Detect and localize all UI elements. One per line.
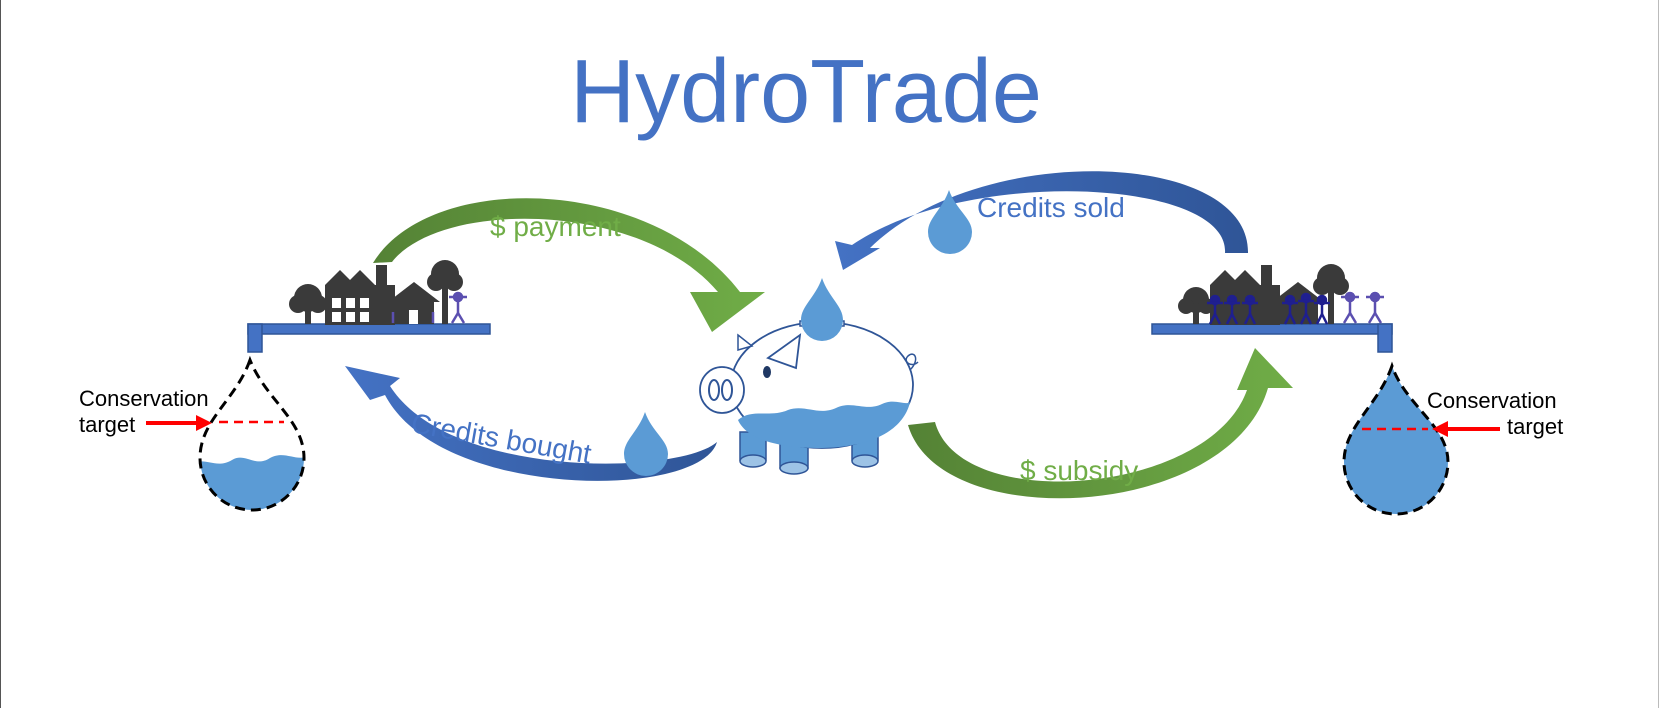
credits-sold-drop-icon	[928, 190, 972, 254]
right-target-arrow	[1432, 421, 1500, 437]
left-target-label-line1: Conservation	[79, 386, 209, 411]
payment-label: $ payment	[490, 211, 621, 242]
left-target-arrow	[146, 415, 212, 431]
right-water-drop-icon	[1342, 361, 1450, 516]
credits-sold-arrow	[835, 171, 1249, 270]
left-border-line	[0, 0, 1, 708]
credits-bought-arrow	[345, 366, 717, 481]
left-water-drop-icon	[198, 355, 306, 512]
piggy-bank-icon	[699, 320, 919, 475]
right-target-label-line1: Conservation	[1427, 388, 1557, 413]
payment-arrow	[373, 198, 765, 332]
left-community-icon	[247, 260, 491, 353]
right-community-icon	[1151, 264, 1393, 353]
credits-bought-drop-icon	[624, 412, 668, 476]
subsidy-arrow	[908, 348, 1293, 499]
right-border-line	[1658, 0, 1659, 708]
credits-sold-label: Credits sold	[977, 192, 1125, 223]
subsidy-label: $ subsidy	[1020, 455, 1138, 486]
left-target-label-line2: target	[79, 412, 135, 437]
right-target-label-line2: target	[1507, 414, 1563, 439]
page-title: HydroTrade	[570, 42, 1042, 142]
bank-drop-icon	[801, 278, 843, 341]
